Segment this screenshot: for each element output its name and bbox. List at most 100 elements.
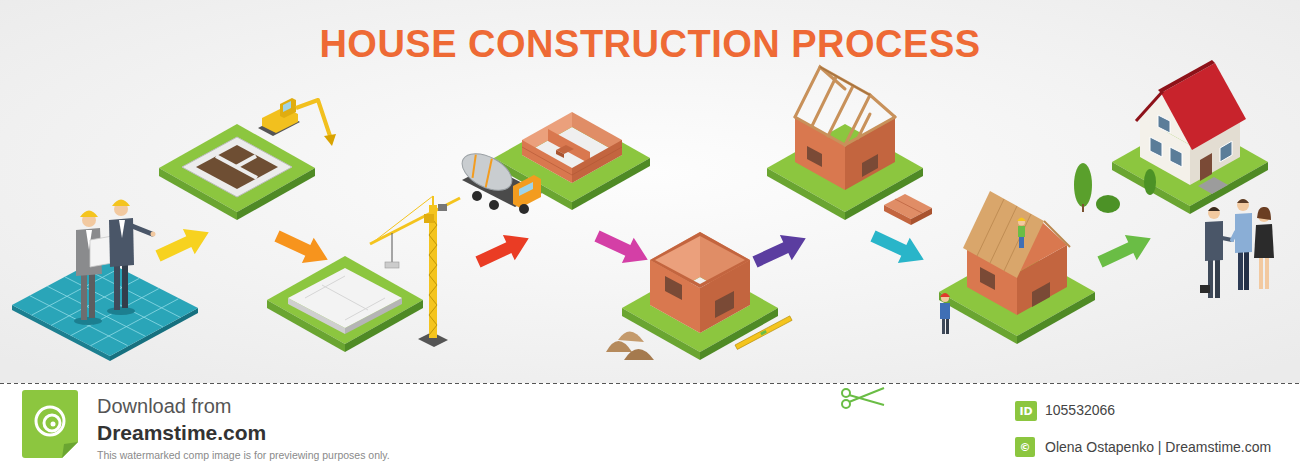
brick-course-step (456, 112, 650, 214)
foundation-slab-step-part (392, 233, 393, 262)
foundation-slab-step-part-part (429, 225, 437, 235)
excavation-step-part (296, 100, 330, 136)
handshake-people-part (1257, 207, 1271, 220)
roofing-step-part-part (990, 206, 1017, 263)
foundation-slab-step-part-part (322, 285, 368, 310)
handshake-people-part (1238, 250, 1243, 290)
walls-step-part (650, 232, 750, 288)
finished-house-step-part (1158, 115, 1170, 133)
handshake-people-part (1232, 232, 1236, 240)
finished-house-step-part (1144, 169, 1156, 195)
foundation-slab-step-part (305, 276, 385, 320)
handshake-people-part (1237, 199, 1249, 211)
author-credit: Olena Ostapenko | Dreamstime.com (1045, 439, 1271, 455)
foundation-slab-step-part (429, 215, 437, 335)
brick-course-step-part-part (479, 159, 499, 187)
foundation-slab-step-part (267, 256, 423, 352)
step-arrows (152, 220, 1157, 275)
roof-frame-step-part (884, 205, 911, 225)
roof-frame-step-part-part (812, 77, 836, 126)
blueprint-step-part (30, 267, 181, 345)
brick-course-step-part (472, 191, 482, 201)
roof-frame-step-part-part (858, 114, 870, 138)
roof-frame-step-part-part (795, 117, 845, 145)
roofing-step-part (1032, 282, 1050, 307)
roofing-step-part (1019, 236, 1024, 248)
blueprint-step-part (81, 270, 87, 320)
brick-course-step-part (519, 182, 533, 196)
brick-course-step-part-part (465, 155, 482, 178)
blueprint-step-part-part (90, 299, 178, 346)
step-arrows-part (1094, 226, 1157, 275)
foundation-slab-step-part (370, 198, 460, 244)
blueprint-step-part (74, 317, 102, 325)
roof-frame-step-part (862, 154, 878, 177)
brick-course-step-part (572, 140, 622, 183)
excavation-step-part (216, 156, 257, 178)
excavation-step-part (283, 101, 291, 112)
finished-house-step-part (1150, 137, 1162, 157)
brick-course-step-part (522, 147, 622, 175)
roof-frame-step-part (807, 146, 822, 167)
finished-house-step-part (1220, 141, 1232, 162)
foundation-slab-step-part (424, 214, 434, 223)
download-text: Download from (97, 395, 232, 418)
background-part (0, 383, 1300, 475)
walls-step-part (624, 349, 654, 360)
foundation-slab-step-part (429, 205, 437, 338)
scissors-icon-part (849, 388, 884, 402)
roofing-step-part-part (1004, 214, 1031, 271)
roofing-step-part (941, 294, 949, 302)
roofing-step-part (963, 191, 1044, 278)
foundation-slab-step-part-part (429, 295, 437, 305)
diagram-title: HOUSE CONSTRUCTION PROCESS (0, 22, 1300, 68)
foundation-slab-step-part-part (429, 235, 437, 245)
finished-house-step-part (1082, 204, 1084, 212)
dreamstime-logo-part (51, 422, 56, 427)
badge-text: © (1020, 442, 1031, 453)
brick-course-step-part (489, 200, 499, 210)
brick-course-step-part-part (456, 146, 518, 198)
handshake-people (1200, 199, 1274, 298)
image-id: 105532066 (1045, 402, 1115, 418)
foundation-slab-step-part-part (429, 275, 437, 285)
blueprint-step-part (122, 262, 128, 308)
roof-frame-step-part-part (820, 67, 870, 95)
dreamstime-logo-part (36, 407, 64, 435)
foundation-slab-step-part-part (429, 265, 437, 275)
roofing-step-part (1018, 226, 1025, 237)
roof-frame-step-part (911, 208, 932, 225)
dreamstime-logo (22, 390, 78, 458)
roof-frame-step-part (795, 117, 845, 190)
step-arrows-part (472, 226, 535, 275)
finished-house-step-part (1198, 177, 1228, 194)
background-part (0, 0, 1300, 383)
blueprint-step-part (107, 307, 135, 315)
foundation-slab-step-part (438, 204, 447, 211)
roofing-step-part (940, 293, 950, 297)
finished-house-step-part (1161, 63, 1246, 150)
brick-course-step-part (456, 146, 518, 198)
walls-step-part (665, 276, 682, 300)
dreamstime-logo-part (22, 390, 78, 458)
finished-house-step-part (1170, 147, 1182, 167)
roofing-step-part (980, 267, 995, 290)
foundation-slab-step-part (372, 196, 433, 243)
foundation-slab-step-part (385, 262, 399, 268)
handshake-people-part (1205, 221, 1223, 261)
walls-step-part-part (760, 330, 767, 335)
finished-house-step-part (1074, 163, 1092, 207)
finished-house-step-part (1200, 153, 1212, 181)
excavation-step (159, 98, 336, 220)
roofing-step-part (1017, 218, 1026, 222)
handshake-people-part (1265, 255, 1269, 289)
handshake-people-part (1208, 207, 1220, 211)
handshake-people-part (1254, 224, 1274, 258)
roofing-step-part (942, 318, 945, 334)
walls-step-part (735, 316, 792, 350)
roof-frame-step-part (895, 199, 922, 213)
blueprint-step-part (114, 262, 120, 310)
foundation-slab-step (267, 196, 460, 352)
finished-house-step-part (1158, 60, 1215, 93)
